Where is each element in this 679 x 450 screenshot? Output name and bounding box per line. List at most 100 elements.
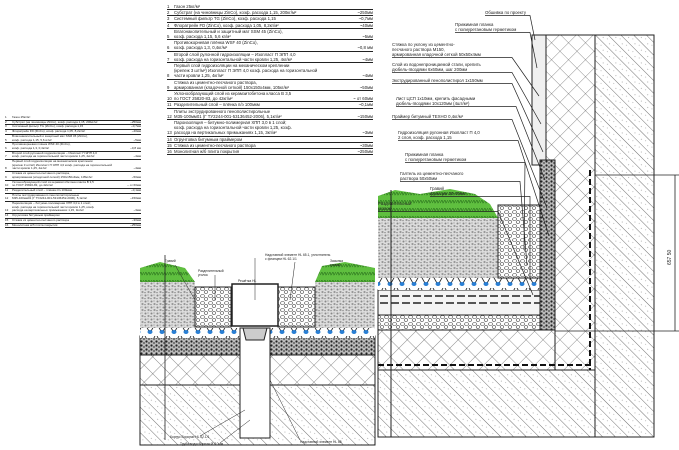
legend-row-text: Огрунтовка битумным праймером <box>12 213 60 218</box>
legend-row-number: 8 <box>167 73 170 79</box>
legend-row-number: 12 <box>5 196 9 201</box>
legend-row-text: Субстрат (на чиновницы ZinCo), коэф. рас… <box>12 119 98 124</box>
legend-row-number: 4 <box>167 22 170 28</box>
drainage-membrane <box>378 278 543 290</box>
legend-row-text: Флоратрейн FD (ZinCo), коэф. расхода 1,0… <box>12 129 86 134</box>
legend-row-text: Разделительный слой – плёнка п/э 100мкм <box>12 187 72 192</box>
callout-leader-line <box>392 83 544 153</box>
legend-row-number: 2 <box>167 10 170 16</box>
layer-legend-table-small: 1 Газон 25кг/м² 2 Субстрат (на чиновницы Zi… <box>5 115 141 229</box>
legend-row-text: Плиты экструдированного пенополистирольн… <box>12 192 88 201</box>
legend-row-text: Влагонакопительный и защитный мат SSM 45… <box>12 133 88 142</box>
legend-row: 4 Флоратрейн FD (ZinCo), коэф. расхода 1,… <box>5 129 141 135</box>
legend-row-number: 10 <box>167 96 172 102</box>
legend-row-text: Второй слой рулонной гидроизоляции – Изо… <box>174 51 296 62</box>
legend-row-text: Газон 25кг/м² <box>12 115 31 119</box>
legend-row-number: 3 <box>5 124 7 129</box>
legend-row-value: ~30мм <box>359 142 373 148</box>
legend-row-value: ~150мм <box>357 113 373 119</box>
callout-label: Слой из водонепроницаемой стали, крепить… <box>392 62 482 72</box>
legend-row-number: 15 <box>167 142 172 148</box>
callout-leader-line <box>392 72 542 125</box>
legend-row-text: Флоратрейн FD (ZinCo), коэф. расхода 1,0… <box>174 22 279 28</box>
legend-row-text: Газон 25кг/м² <box>174 4 201 9</box>
legend-row-value: ~30мм <box>131 217 141 222</box>
legend-row-value: ~4мм <box>362 73 373 79</box>
callout-label: Стяжка по уклону из цементно-песчаного р… <box>392 42 481 57</box>
legend-row-text: Стяжка из цементно-песчаного раствора <box>12 217 69 222</box>
legend-row-number: 16 <box>5 222 9 227</box>
legend-row-number: 14 <box>167 136 172 142</box>
legend-row-text: Системный фильтр TG (ZinCo), коэф. расхо… <box>12 124 84 129</box>
parapet-upstand <box>539 159 556 331</box>
legend-row-value: ~4мм <box>362 56 373 62</box>
drain-grass-right <box>315 262 375 282</box>
legend-row-number: 2 <box>5 119 7 124</box>
roof-wall-junction-section: 657 50 <box>377 34 679 438</box>
legend-row-text: Пароизоляция – битумно-полимерная ХПП 3,… <box>174 120 292 136</box>
legend-row-number: 1 <box>5 115 7 119</box>
dimension-label: 657 50 <box>667 249 673 265</box>
legend-row-number: 10 <box>5 183 9 188</box>
roof-insulation <box>377 329 556 371</box>
legend-row-value: ~3мм <box>362 130 373 136</box>
legend-row-text: Влагонакопительный и защитный мат SSM 45… <box>174 28 283 40</box>
legend-row-value: ~4мм <box>133 154 141 159</box>
callout-leader-line <box>400 181 528 266</box>
legend-row-text: Стяжка из цементно-песчаного раствора <box>174 142 256 148</box>
legend-row-text: Пароизоляция – битумно-полимерная ХПП 3,… <box>12 201 95 213</box>
callout-leader-line <box>405 162 526 251</box>
gravel-strip <box>497 204 541 279</box>
legend-row-value: ~5мм <box>362 34 373 40</box>
legend-row-value: ~250мм <box>130 222 141 227</box>
legend-row-number: 3 <box>167 16 170 22</box>
legend-row-text: Монолитная ж/б плита покрытия <box>12 222 58 227</box>
legend-row-text: Уклонообразующий слой из керамзитобетона… <box>174 91 292 102</box>
callout-leader-line <box>392 57 540 97</box>
legend-row-text: Противокорневая плёнка WSF 40 (ZinCo), к… <box>12 142 71 150</box>
legend-row-value: ~40мм <box>131 129 141 134</box>
callout-leader-line <box>455 32 538 69</box>
drain-label-grate: Решётка HL <box>238 279 257 283</box>
legend-row-text: Второй слой рулонной гидроизоляции – Изо… <box>12 150 97 159</box>
legend-row-value: ~0,7мм <box>130 124 141 129</box>
legend-row-text: Огрунтовка битумным праймером <box>174 136 243 142</box>
substrate-layer <box>378 218 498 278</box>
concrete-wall <box>594 34 655 438</box>
legend-row: 4 Флоратрейн FD (ZinCo), коэф. расхода 1,… <box>167 23 373 29</box>
legend-row-value: ~ от 60мм <box>127 183 141 188</box>
drain-grass-left <box>140 262 195 282</box>
legend-row-number: 7 <box>167 56 170 62</box>
legend-row: 2 Субстрат (на чиновницы ZinCo), коэф. ра… <box>5 119 141 126</box>
drain-gravel-right <box>277 286 316 328</box>
callout-leader-line <box>392 119 548 209</box>
legend-row-text: Стяжка из цементно-песчаного раствора, а… <box>12 171 93 179</box>
legend-row-text: Плиты экструдированного пенополистирольн… <box>174 108 282 119</box>
drain-substrate-left <box>140 282 195 328</box>
callout-label: Обшивка по проекту <box>485 10 527 15</box>
drain-body <box>239 327 271 439</box>
legend-row-number: 13 <box>167 130 172 136</box>
legend-row-number: 4 <box>5 129 7 134</box>
legend-row-text: Субстрат (на чиновницы ZinCo), коэф. рас… <box>174 10 297 16</box>
legend-row-value: ~250мм <box>357 10 373 16</box>
